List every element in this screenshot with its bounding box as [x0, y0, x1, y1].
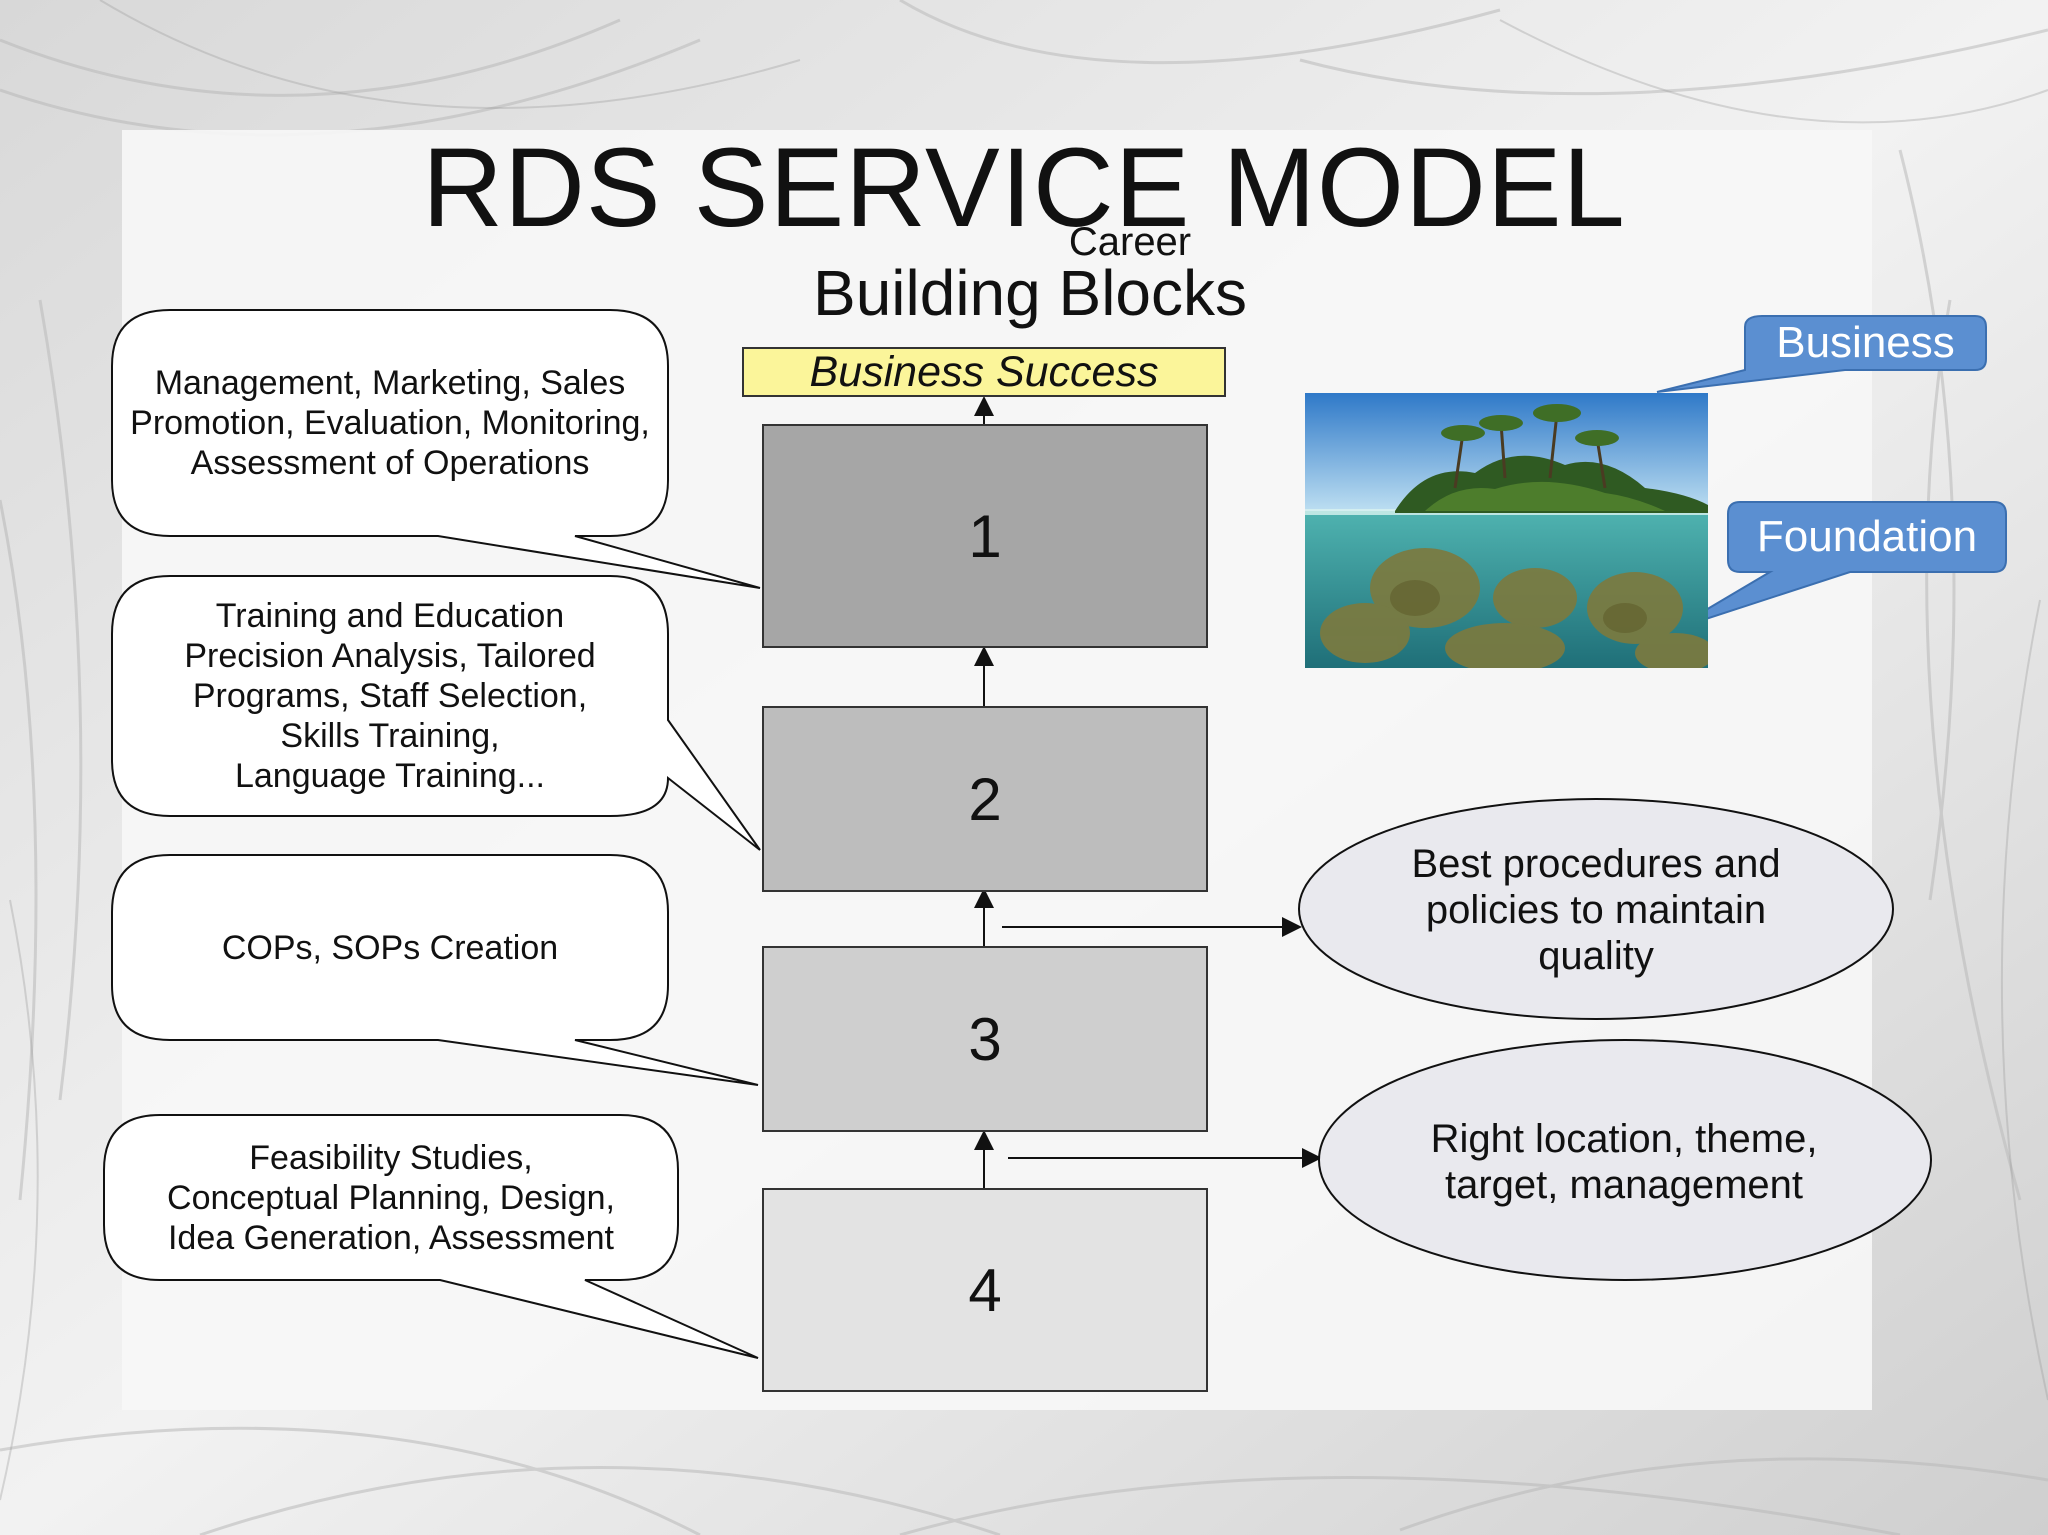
ellipse-location-shape: [1318, 1039, 1932, 1281]
block-1-label: 1: [968, 502, 1002, 570]
subtitle-building-blocks: Building Blocks: [813, 257, 1247, 329]
block-3-label: 3: [968, 1005, 1002, 1073]
bubble-3-text: COPs, SOPs Creation: [221, 928, 559, 967]
block-4-label: 4: [968, 1256, 1002, 1324]
block-4: 4: [762, 1188, 1208, 1392]
callout-foundation-label: Foundation: [1756, 512, 1978, 561]
bubble-4-text: Feasibility Studies, Conceptual Planning…: [167, 1138, 615, 1257]
callout-business-label: Business: [1776, 318, 1955, 367]
callout-foundation-shape: [1671, 501, 2007, 631]
ellipse-location-text: Right location, theme, target, managemen…: [1430, 1117, 1818, 1207]
bubble-3-shape: [111, 854, 759, 1086]
slide-title: RDS SERVICE MODEL: [422, 125, 1626, 250]
subtitle-career: Career: [1068, 220, 1192, 264]
block-2: 2: [762, 706, 1208, 892]
block-3: 3: [762, 946, 1208, 1132]
ellipse-quality-text: Best procedures and policies to maintain…: [1411, 842, 1781, 978]
bubble-2-shape: [111, 575, 761, 851]
block-2-label: 2: [968, 765, 1002, 833]
bubble-1-text: Management, Marketing, Sales Promotion, …: [130, 364, 650, 482]
ellipse-quality-shape: [1298, 798, 1894, 1020]
callout-business-shape: [1656, 315, 1987, 393]
bubble-2-text: Training and Education Precision Analysi…: [184, 597, 596, 795]
business-success-label: Business Success: [742, 347, 1226, 397]
bubble-4-shape: [103, 1114, 759, 1359]
island-photo: [1305, 393, 1708, 668]
bubble-1-shape: [111, 309, 761, 589]
block-1: 1: [762, 424, 1208, 648]
